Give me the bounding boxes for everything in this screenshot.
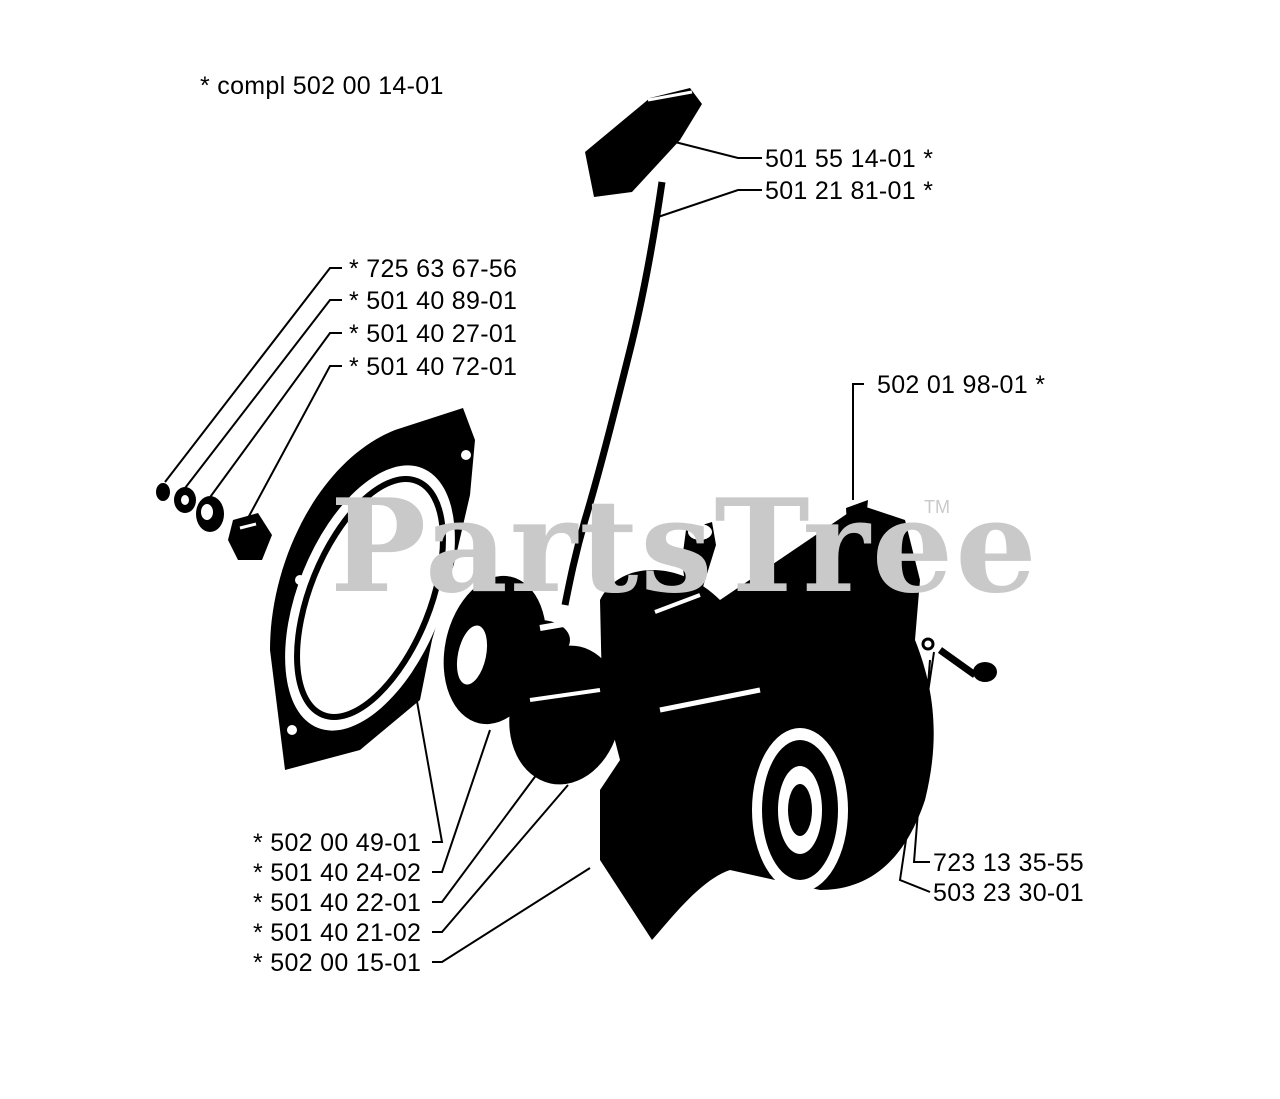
part-label-501-40-21-02[interactable]: * 501 40 21-02 bbox=[253, 919, 422, 947]
part-label-501-55-14-01[interactable]: 501 55 14-01 * bbox=[765, 145, 934, 173]
part-label-501-40-24-02[interactable]: * 501 40 24-02 bbox=[253, 859, 422, 887]
part-label-501-21-81-01[interactable]: 501 21 81-01 * bbox=[765, 177, 934, 205]
trademark-mark: TM bbox=[924, 497, 950, 517]
part-label-502-00-49-01[interactable]: * 502 00 49-01 bbox=[253, 829, 422, 857]
starter-housing bbox=[600, 500, 934, 940]
part-label-501-40-22-01[interactable]: * 501 40 22-01 bbox=[253, 889, 422, 917]
part-label-503-23-30-01[interactable]: 503 23 30-01 bbox=[933, 879, 1084, 907]
starter-rope bbox=[561, 181, 666, 606]
assembly-complete-note: * compl 502 00 14-01 bbox=[200, 72, 444, 100]
washer-nut-set bbox=[156, 483, 272, 560]
watermark-text: PartsTree bbox=[330, 472, 1039, 622]
part-label-725-63-67-56[interactable]: * 725 63 67-56 bbox=[349, 255, 518, 283]
part-label-723-13-35-55[interactable]: 723 13 35-55 bbox=[933, 849, 1084, 877]
spring-cassette bbox=[509, 645, 621, 785]
cover-plate bbox=[270, 408, 475, 770]
screw bbox=[921, 637, 997, 682]
part-label-501-40-89-01[interactable]: * 501 40 89-01 bbox=[349, 287, 518, 315]
part-label-502-00-15-01[interactable]: * 502 00 15-01 bbox=[253, 949, 422, 977]
part-label-502-01-98-01[interactable]: 502 01 98-01 * bbox=[877, 371, 1046, 399]
starter-handle bbox=[585, 88, 702, 197]
part-label-501-40-72-01[interactable]: * 501 40 72-01 bbox=[349, 353, 518, 381]
part-label-501-40-27-01[interactable]: * 501 40 27-01 bbox=[349, 320, 518, 348]
leader-lines bbox=[164, 141, 935, 963]
